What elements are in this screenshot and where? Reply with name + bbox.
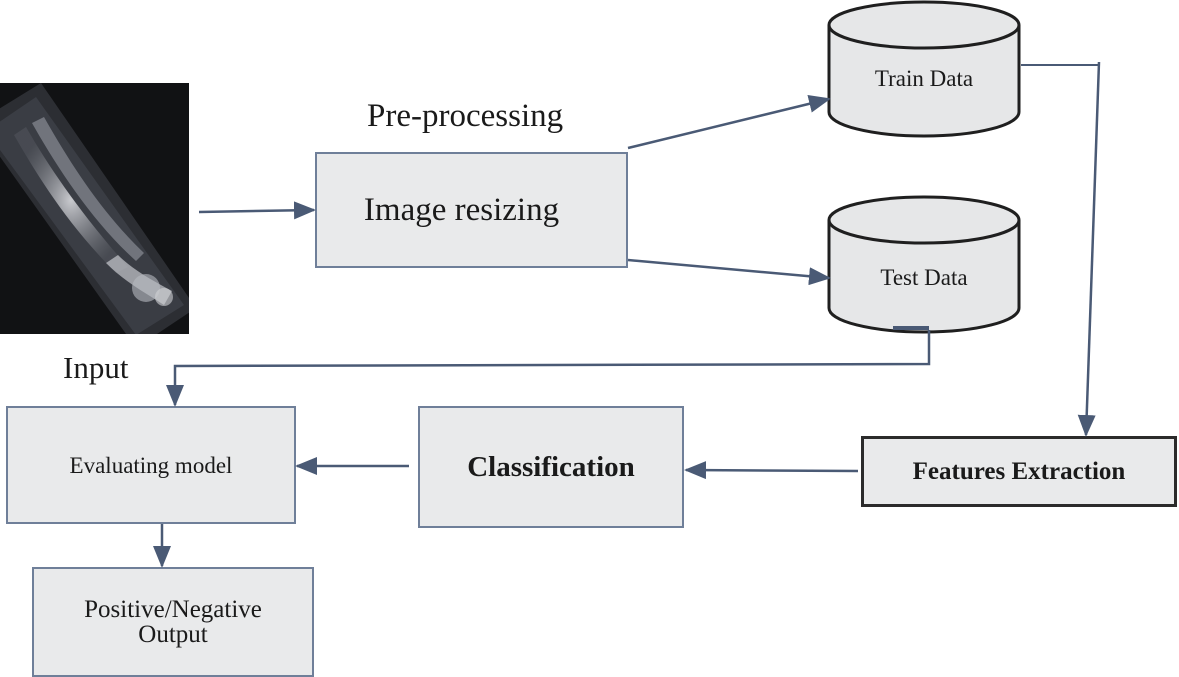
input-label: Input bbox=[63, 350, 129, 385]
xray-image-graphic bbox=[0, 83, 189, 334]
arrow-train-to-features bbox=[1077, 61, 1101, 437]
preprocessing-label: Pre-processing bbox=[367, 98, 564, 134]
features-extraction-label: Features Extraction bbox=[912, 458, 1126, 485]
arrow-resizing-to-train bbox=[627, 94, 831, 150]
output-label-line2: Output bbox=[138, 621, 208, 648]
train-data-label: Train Data bbox=[874, 66, 974, 91]
arrow-test-to-evaluating bbox=[166, 330, 931, 407]
classification-box: Classification bbox=[418, 406, 684, 528]
image-resizing-label: Image resizing bbox=[363, 191, 560, 228]
features-extraction-box: Features Extraction bbox=[861, 436, 1177, 507]
output-label-line1: Positive/Negative bbox=[84, 596, 262, 623]
arrow-input-to-resizing bbox=[198, 201, 316, 220]
evaluating-model-label: Evaluating model bbox=[69, 452, 233, 478]
train-data-cylinder bbox=[827, 0, 1021, 138]
classification-label: Classification bbox=[467, 450, 635, 483]
image-resizing-box: Image resizing bbox=[315, 152, 628, 268]
arrow-resizing-to-test bbox=[627, 258, 831, 286]
test-data-label: Test Data bbox=[880, 265, 968, 290]
test-data-cylinder bbox=[827, 195, 1021, 334]
arrow-features-to-classification bbox=[684, 461, 859, 480]
evaluating-model-box: Evaluating model bbox=[6, 406, 296, 524]
xray-input-image bbox=[0, 83, 189, 334]
